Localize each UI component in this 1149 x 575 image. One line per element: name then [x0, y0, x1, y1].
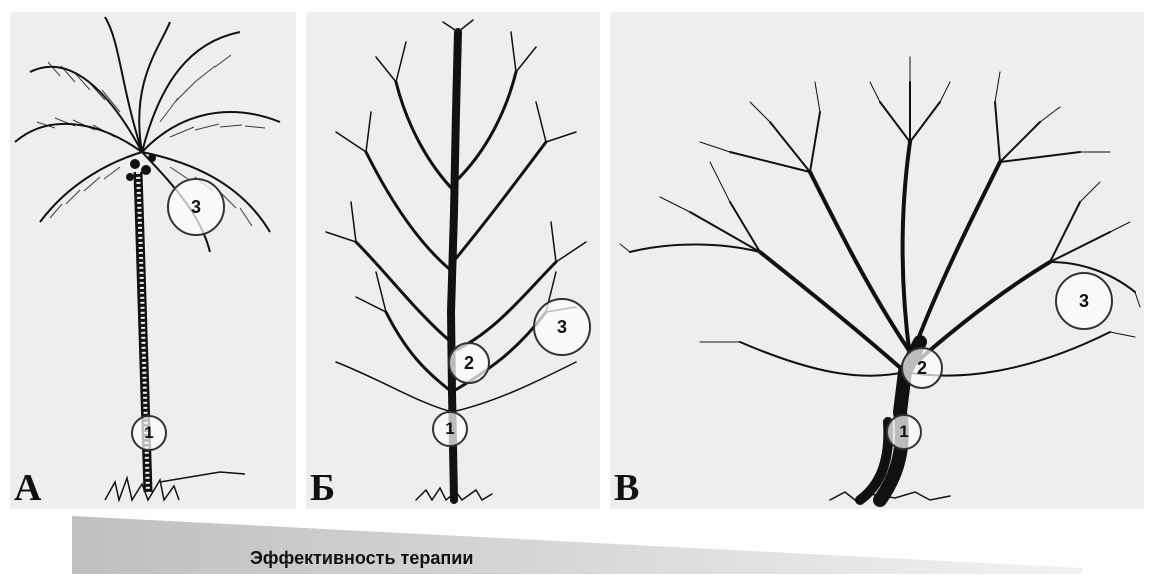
panel-letter: А [14, 469, 41, 507]
marker-1: 1 [131, 415, 167, 451]
therapy-efficacy-label: Эффективность терапии [250, 548, 473, 569]
panel-a: 1 3 А [10, 12, 296, 509]
marker-3: 3 [1055, 272, 1113, 330]
panel-letter: Б [310, 469, 335, 507]
marker-2: 2 [901, 347, 943, 389]
marker-2: 2 [448, 342, 490, 384]
marker-1: 1 [886, 414, 922, 450]
wide-tree-illustration [610, 12, 1144, 509]
therapy-efficacy-bar: Эффективность терапии [72, 516, 1082, 574]
panel-letter: В [614, 469, 639, 507]
marker-3: 3 [167, 178, 225, 236]
marker-3: 3 [533, 298, 591, 356]
panel-v: 1 2 3 В [610, 12, 1144, 509]
marker-1: 1 [432, 411, 468, 447]
panel-b: 1 2 3 Б [306, 12, 600, 509]
